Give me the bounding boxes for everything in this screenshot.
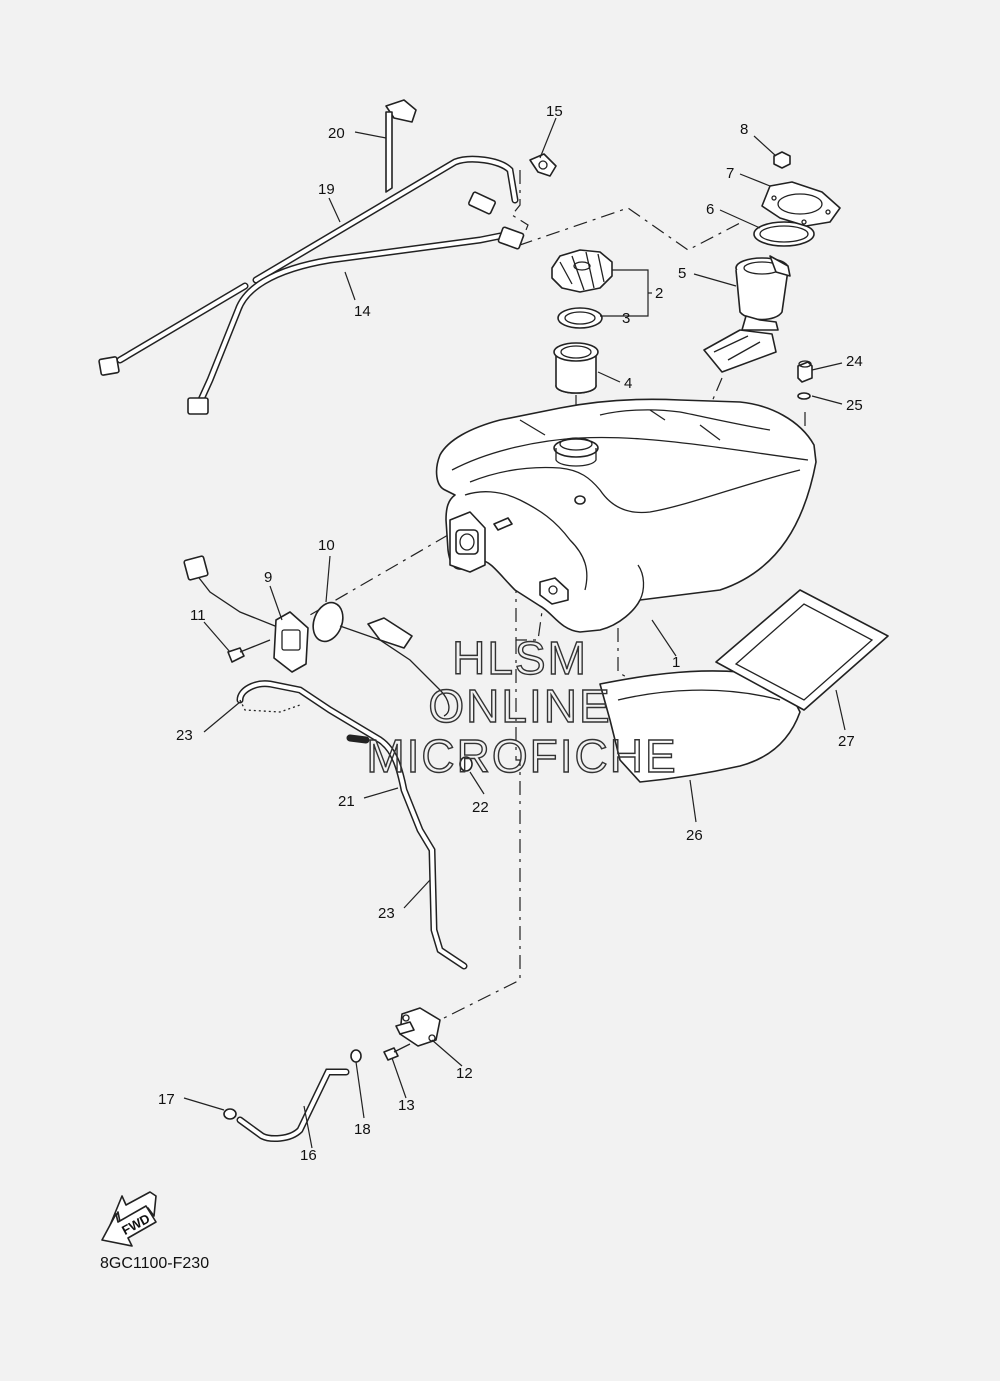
callout-3: 3: [622, 310, 630, 327]
callout-labels: 1 2 3 4 5 6 7 8 9 10 11 12 13 14 15 16 1…: [158, 103, 863, 1164]
callout-20: 20: [328, 125, 345, 142]
callout-8: 8: [740, 121, 748, 138]
sub-wire-harness: [98, 155, 519, 376]
vent-nipple: [797, 360, 813, 383]
fuel-cap: [551, 249, 613, 293]
clip-17: [223, 1108, 237, 1120]
fuel-level-sender: [183, 555, 309, 673]
callout-11: 11: [190, 607, 206, 624]
diagram-code: 8GC1100-F230: [100, 1255, 209, 1272]
callout-7: 7: [726, 165, 734, 182]
callout-12: 12: [456, 1065, 473, 1082]
leader-lines: [183, 117, 846, 1149]
callout-10: 10: [318, 537, 335, 554]
fwd-arrow-icon: FWD: [101, 1191, 157, 1247]
tank-heat-shield: [599, 670, 801, 783]
clip-15: [529, 153, 557, 177]
callout-21: 21: [338, 793, 355, 810]
callout-6: 6: [706, 201, 714, 218]
callout-13: 13: [398, 1097, 415, 1114]
callout-5: 5: [678, 265, 686, 282]
callout-22: 22: [472, 799, 489, 816]
callout-1: 1: [672, 654, 680, 671]
bolt-13: [383, 1043, 411, 1061]
callout-23a: 23: [176, 727, 193, 744]
callout-17: 17: [158, 1091, 175, 1108]
pump-gasket: [753, 221, 815, 247]
fuel-pump: [703, 255, 791, 373]
callout-26: 26: [686, 827, 703, 844]
callout-9: 9: [264, 569, 272, 586]
fuel-tank: [435, 398, 817, 633]
hose-clip-22: [459, 756, 473, 772]
callout-23b: 23: [378, 905, 395, 922]
callout-15: 15: [546, 103, 563, 120]
float-arm-oring: [312, 601, 450, 717]
callout-25: 25: [846, 397, 863, 414]
callout-18: 18: [354, 1121, 371, 1138]
nut-8: [773, 151, 791, 169]
drain-cock: [395, 1007, 441, 1047]
watermark-line-1: HLSM: [452, 632, 588, 684]
filler-neck: [553, 342, 599, 394]
callout-14: 14: [354, 303, 371, 320]
screw-11: [227, 639, 271, 663]
drain-hose-16: [236, 1068, 350, 1142]
watermark: HLSM ONLINE MICROFICHE: [366, 631, 677, 782]
callout-2: 2: [655, 285, 663, 302]
callout-27: 27: [838, 733, 855, 750]
cable-tie-20: [385, 99, 417, 193]
callout-19: 19: [318, 181, 335, 198]
fuel-pump-lead: [187, 226, 525, 415]
watermark-line-2: ONLINE: [428, 680, 611, 732]
watermark-line-3: MICROFICHE: [366, 730, 677, 782]
callout-4: 4: [624, 375, 632, 392]
callout-16: 16: [300, 1147, 317, 1164]
cap-gasket: [557, 307, 603, 329]
clip-18: [350, 1049, 362, 1063]
seal-pad: [715, 589, 889, 711]
breather-hose: [236, 680, 468, 970]
washer-25: [797, 392, 811, 400]
pump-retainer-plate: [761, 181, 841, 227]
callout-24: 24: [846, 353, 863, 370]
